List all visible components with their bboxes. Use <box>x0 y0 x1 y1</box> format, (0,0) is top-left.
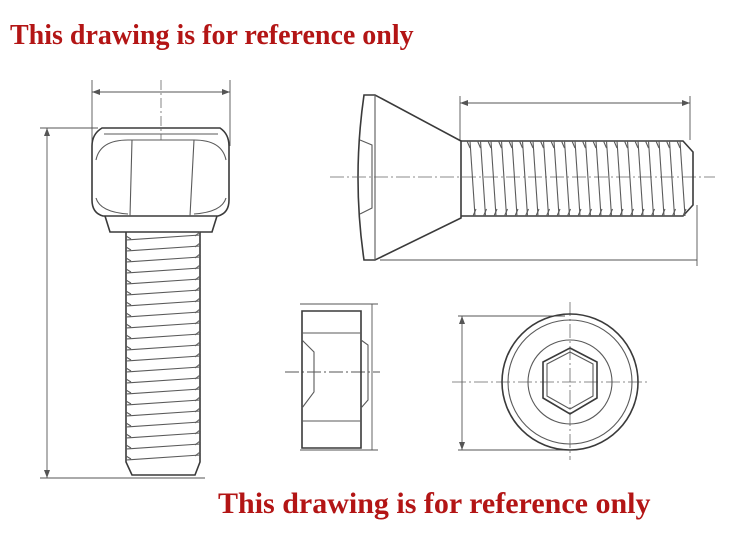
thread-line <box>584 140 592 217</box>
thread-line <box>679 140 686 217</box>
thread-line <box>125 410 201 417</box>
thread-line <box>125 311 201 318</box>
hex-cap-screw-side-view <box>40 80 231 479</box>
thread-line <box>125 366 201 373</box>
thread-crest <box>125 429 201 438</box>
thread-crest <box>602 140 614 217</box>
thread-crest <box>125 275 201 284</box>
thread-line <box>637 140 644 217</box>
thread-line <box>479 140 487 217</box>
thread-crest <box>125 264 201 273</box>
thread-line <box>647 140 655 217</box>
thread-crest <box>125 297 201 306</box>
length-dimension <box>40 127 205 479</box>
thread-crest <box>125 330 201 339</box>
thread-crest <box>125 286 201 295</box>
thread-crest <box>125 440 201 449</box>
thread-line <box>542 140 550 217</box>
thread-line <box>125 278 201 285</box>
thread-line <box>125 333 201 340</box>
thread-crest <box>125 352 201 361</box>
thread-line <box>626 140 634 217</box>
thread-line <box>521 140 529 217</box>
thread-line <box>125 344 201 351</box>
thread-crest <box>466 140 477 217</box>
thread-crest <box>125 242 201 251</box>
thread-line <box>574 140 581 217</box>
thread-crest <box>487 140 498 217</box>
thread-line <box>616 140 623 217</box>
screw-head-end-view <box>452 302 650 460</box>
thread-crest <box>497 140 509 217</box>
thread-crest <box>125 407 201 416</box>
thread-line <box>125 300 201 307</box>
thread-line <box>125 377 201 384</box>
thread-line <box>532 140 539 217</box>
thread-line <box>125 234 201 241</box>
thread-line <box>125 421 201 428</box>
thread-crest <box>125 396 201 405</box>
thread-line <box>563 140 571 217</box>
thread-line <box>125 322 201 329</box>
thread-crest <box>665 140 677 217</box>
thread-line <box>125 454 201 461</box>
thread-line <box>125 432 201 439</box>
thread-line <box>658 140 665 217</box>
thread-crest <box>644 140 656 217</box>
thread-crest <box>125 253 201 262</box>
thread-crest <box>125 385 201 394</box>
thread-line <box>125 399 201 406</box>
thread-line <box>668 140 676 217</box>
thread-line <box>553 140 560 217</box>
thread-line <box>511 140 518 217</box>
thread-line <box>605 140 613 217</box>
thread-line <box>595 140 602 217</box>
thread-line <box>469 140 476 217</box>
thread-line <box>125 256 201 263</box>
thread-crest <box>125 319 201 328</box>
thread-crest <box>539 140 551 217</box>
thread-crest <box>623 140 635 217</box>
vertical-thread-lines <box>125 231 201 461</box>
thread-crest <box>125 363 201 372</box>
thread-line <box>490 140 497 217</box>
thread-crest <box>634 140 645 217</box>
thread-crest <box>518 140 530 217</box>
head-width-dimension <box>91 80 231 146</box>
thread-line <box>125 267 201 274</box>
reference-notice-bottom: This drawing is for reference only <box>218 487 651 520</box>
thread-crest <box>125 341 201 350</box>
thread-crest <box>581 140 593 217</box>
thread-crest <box>592 140 603 217</box>
thread-crest <box>125 308 201 317</box>
thread-line <box>125 388 201 395</box>
thread-crest <box>125 374 201 383</box>
thread-crest <box>655 140 666 217</box>
thread-crest <box>550 140 561 217</box>
thread-line <box>125 245 201 252</box>
thread-line <box>125 443 201 450</box>
reference-notice-top: This drawing is for reference only <box>10 20 414 51</box>
thread-crest <box>676 140 687 217</box>
thread-crest <box>560 140 572 217</box>
screw-head-section-view <box>285 303 380 451</box>
thread-crest <box>125 418 201 427</box>
thread-length-dimension <box>459 96 691 140</box>
thread-crest <box>125 231 201 240</box>
thread-line <box>125 355 201 362</box>
thread-line <box>500 140 508 217</box>
countersunk-screw-side-view <box>330 94 715 266</box>
thread-line <box>125 289 201 296</box>
thread-crest <box>529 140 540 217</box>
thread-crest <box>508 140 519 217</box>
horizontal-thread-lines <box>466 140 687 217</box>
thread-crest <box>571 140 582 217</box>
thread-crest <box>476 140 488 217</box>
thread-crest <box>613 140 624 217</box>
thread-crest <box>125 451 201 460</box>
